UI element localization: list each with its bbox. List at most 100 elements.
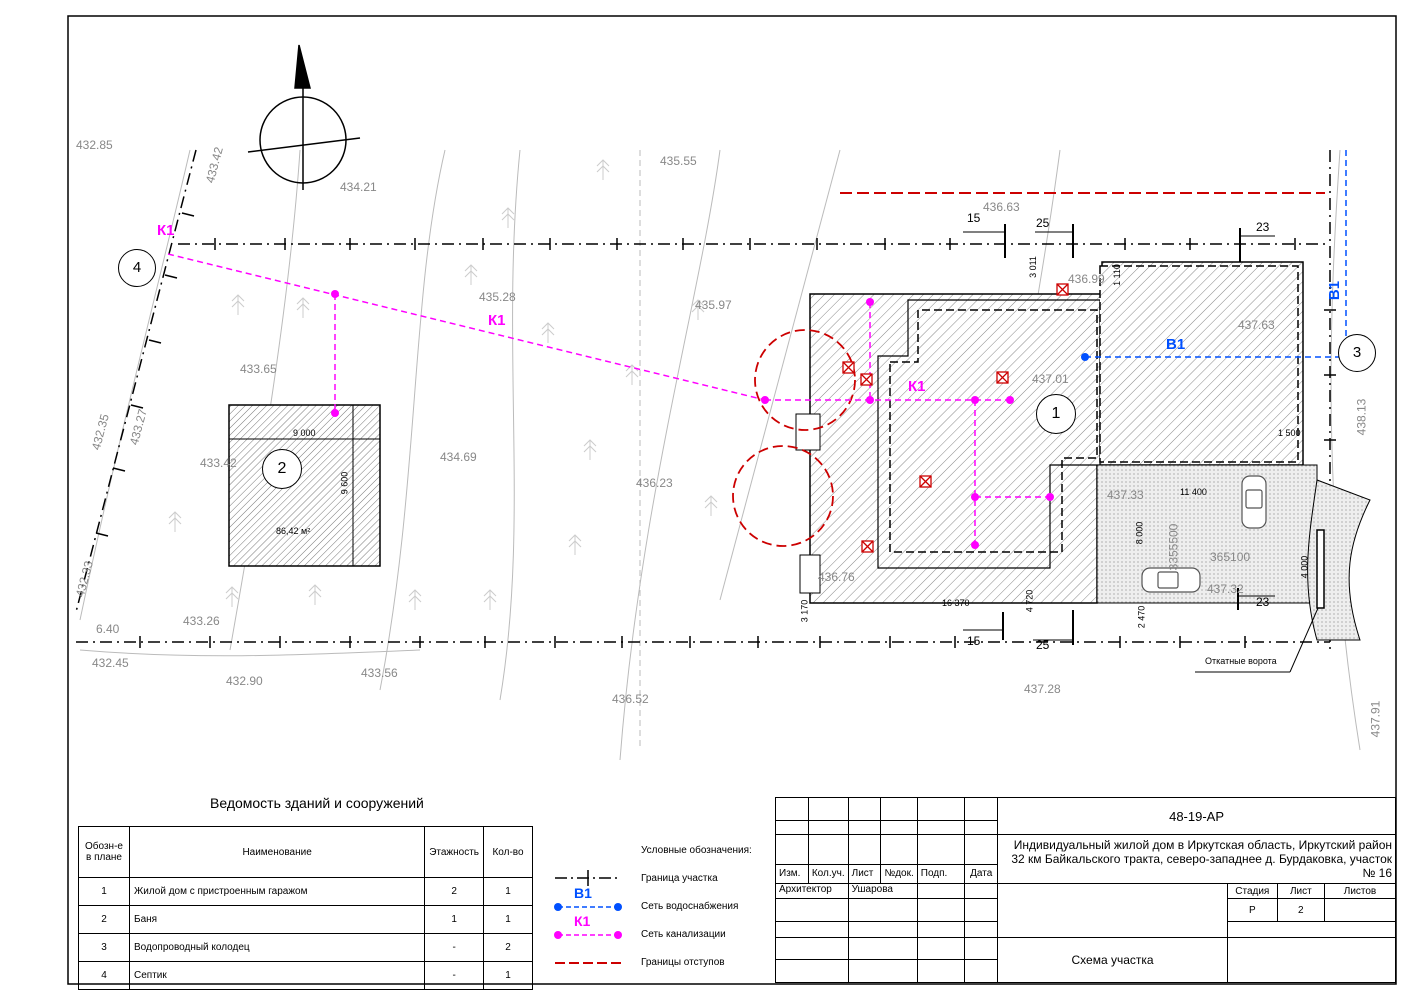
dimension: 25 [1036,216,1050,230]
dimension: 15 [967,634,981,648]
septic-marker: 4 [118,249,156,287]
steps [795,413,821,451]
table-row: 4 Септик - 1 [78,961,533,990]
dimension: 1 110 [1111,264,1122,286]
boundary-ticks [95,212,1336,648]
stamp-header: Дата [964,863,999,884]
col-header: Этажность [424,826,484,878]
car-icons [1141,475,1267,593]
stamp-header: №док. [880,863,918,884]
col-header: Обозн-е в плане [78,826,130,878]
legend-water-symbol: В1 [574,885,592,901]
dimension: 15 [967,211,981,225]
legend-sewer-symbol: К1 [574,913,591,929]
elevation: 6.40 [96,622,120,636]
elevation: 436.99 [1068,272,1105,286]
tree-symbols [168,159,718,610]
elevation: 432.85 [76,138,113,152]
stamp-person: Ушарова [847,882,918,900]
fixture-markers [842,283,1069,553]
stamp-role: Архитектор [775,882,849,900]
sheet-header: Лист [1276,882,1326,900]
elevation: 437.32 [1207,582,1244,596]
table-row: 2 Баня 1 1 [78,905,533,934]
dimension: 3 011 [1027,256,1038,278]
elevation: 433.26 [183,614,220,628]
elevation: 435.97 [695,298,732,312]
water-label: В1 [1326,280,1344,301]
table-row: 3 Водопроводный колодец - 2 [78,933,533,962]
title-block: 48-19-АР Индивидуальный жилой дом в Ирку… [775,796,1397,984]
bath-area: 86,42 м² [276,526,311,536]
col-header: Кол-во [483,826,533,878]
elevation: 437.63 [1238,318,1275,332]
dimension: 3 170 [799,599,810,623]
dimension: 16 370 [942,598,970,608]
legend-item-label: Граница участка [641,873,718,884]
sheet-name: Схема участка [997,936,1228,984]
elevation: 437.91 [1368,700,1383,738]
elevation: 436.23 [636,476,673,490]
elevation: 436.63 [983,200,1020,214]
elevation: 3355500 [1166,523,1181,571]
gate [1316,529,1325,609]
sheets-value [1324,898,1396,923]
house-marker: 1 [1036,394,1076,434]
schedule-title: Ведомость зданий и сооружений [210,795,424,811]
setback-circle [732,445,834,547]
dimension: 23 [1256,220,1270,234]
bath-width-dim: 9 000 [293,428,316,438]
sewer-nodes [331,290,1054,549]
garage [1099,265,1299,463]
buildings-schedule-table: Обозн-е в плане Наименование Этажность К… [78,826,533,990]
stage-value: Р [1226,898,1278,923]
dimension: 1 500 [1278,428,1301,438]
sheet-frame [67,15,1397,985]
dimension: 4 000 [1299,555,1310,579]
contour-lines [79,149,1361,761]
gate-label: Откатные ворота [1205,656,1277,666]
legend-symbols [554,870,622,964]
driveway [1096,464,1318,604]
elevation: 433.65 [240,362,277,376]
elevation: 432.45 [92,656,129,670]
table-row: 1 Жилой дом с пристроенным гаражом 2 1 [78,877,533,906]
elevation: 435.28 [479,290,516,304]
stamp-header: Подп. [916,863,966,884]
north-arrow-icon [247,44,361,190]
stamp-header: Лист [847,863,882,884]
elevation: 437.01 [1032,372,1069,386]
setback-circle [754,329,856,431]
bath-house [228,404,381,567]
elevation: 436.76 [818,570,855,584]
elevation: 437.33 [1107,488,1144,502]
legend-item-label: Сеть канализации [641,929,726,940]
legend-title: Условные обозначения: [641,845,752,856]
well-marker: 3 [1338,334,1376,372]
elevation: 438.13 [1354,398,1369,436]
elevation: 434.21 [340,180,377,194]
dimension: 8 000 [1134,521,1145,545]
project-title-line1: Индивидуальный жилой дом в Иркутская обл… [1013,837,1392,852]
water-label: В1 [1166,336,1186,353]
elevation: 365100 [1210,550,1251,564]
bath-house-marker: 2 [262,449,302,489]
project-title-line2: 32 км Байкальского тракта, северо-западн… [1011,851,1392,880]
house-upper-floor [889,309,1098,553]
stage-header: Стадия [1226,882,1278,900]
elevation: 434.69 [440,450,477,464]
dimension: 23 [1256,595,1270,609]
sheet-value: 2 [1276,898,1326,923]
elevation: 433.56 [361,666,398,680]
sewer-label: К1 [908,378,926,395]
elevation: 436.52 [612,692,649,706]
dimension: 25 [1036,638,1050,652]
legend-item-label: Границы отступов [641,957,725,968]
stamp-header: Кол.уч. [807,863,849,884]
steps-2 [799,554,821,594]
dimension-leaders [963,231,1319,673]
elevation: 432.90 [226,674,263,688]
sewer-label: К1 [488,312,506,329]
dimension: 4 720 [1024,589,1035,613]
setback-dimension-marks [1002,224,1241,645]
